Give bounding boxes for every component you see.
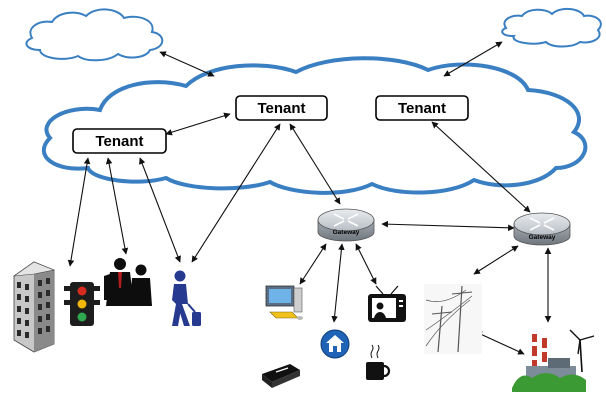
arrow-powerlines-powerplant bbox=[475, 331, 525, 355]
arrow-smallcloud-right-maincloud bbox=[443, 41, 503, 77]
arrow-gateway2-powerlines bbox=[473, 245, 519, 275]
small-cloud-left bbox=[25, 8, 164, 62]
tenant-box-3: Tenant bbox=[375, 95, 469, 121]
set-top-box-icon bbox=[262, 364, 300, 388]
home-icon bbox=[320, 329, 350, 359]
tv-monitor-icon bbox=[368, 285, 406, 322]
arrow-tenant2-gateway1 bbox=[289, 123, 341, 205]
main-cloud bbox=[41, 56, 588, 195]
gateway-label-2: Gateway bbox=[529, 234, 556, 241]
arrow-smallcloud-left-maincloud bbox=[159, 51, 215, 77]
arrow-tenant1-traveler bbox=[139, 157, 181, 263]
arrow-tenant2-traveler bbox=[191, 123, 281, 263]
arrow-gateway1-tv bbox=[355, 243, 377, 285]
traveler-with-phone-icon bbox=[172, 270, 201, 326]
tenant-label-2: Tenant bbox=[257, 100, 305, 117]
arrow-gateway1-computer bbox=[299, 243, 327, 285]
business-people-icon bbox=[104, 258, 152, 306]
arrow-gateway1-home bbox=[331, 243, 345, 323]
connection-arrows bbox=[67, 41, 552, 355]
desktop-computer-icon bbox=[265, 285, 303, 320]
tenant-label-3: Tenant bbox=[398, 100, 446, 117]
coffee-cup-icon bbox=[366, 344, 391, 380]
tenant-label-1: Tenant bbox=[95, 133, 143, 150]
office-building-icon bbox=[12, 261, 56, 353]
small-cloud-right bbox=[501, 8, 602, 48]
traffic-light-icon bbox=[64, 282, 100, 326]
arrow-gateway1-gateway2 bbox=[381, 220, 515, 232]
power-lines-icon bbox=[424, 284, 482, 354]
gateway-router-2: Gateway bbox=[513, 212, 571, 246]
gateway-label-1: Gateway bbox=[333, 229, 360, 236]
gateway-router-1: Gateway bbox=[317, 208, 375, 242]
wind-turbine-icon bbox=[569, 329, 595, 373]
arrow-tenant1-business bbox=[105, 157, 129, 255]
arrow-tenant1-building bbox=[67, 157, 91, 267]
tenant-box-2: Tenant bbox=[235, 95, 328, 121]
power-plant-icon bbox=[512, 334, 586, 392]
arrow-tenant3-gateway2 bbox=[431, 121, 531, 213]
tenant-box-1: Tenant bbox=[72, 128, 167, 154]
